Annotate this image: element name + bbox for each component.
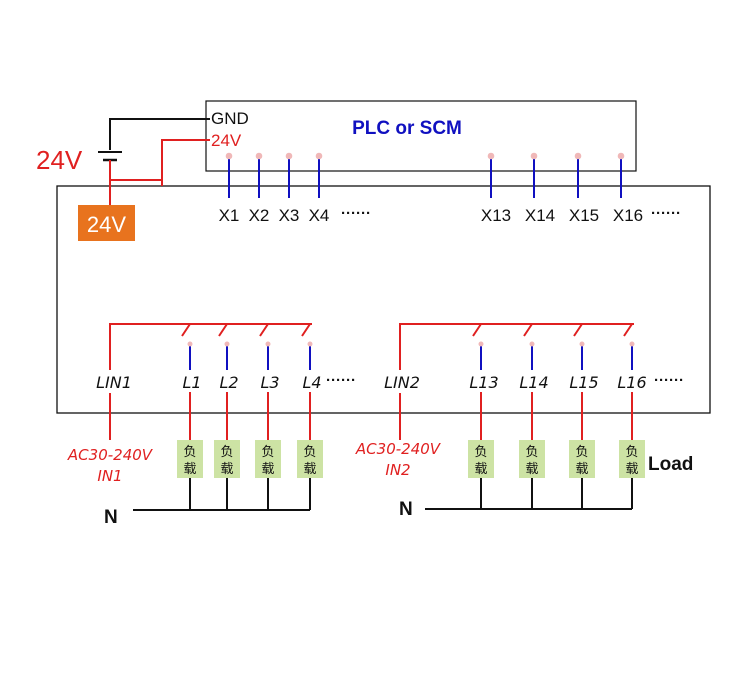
terminal-ellipsis-2: ······ xyxy=(654,372,684,389)
switch-l2 xyxy=(218,323,228,337)
neutral-label-2: N xyxy=(399,499,413,520)
terminal-label-lin1: LIN1 xyxy=(96,373,132,392)
relay-group-2 xyxy=(399,323,635,440)
contact-dot-l4 xyxy=(307,341,313,347)
contact-dot-l3 xyxy=(265,341,271,347)
lin1-bus xyxy=(109,323,312,370)
load-box-l13 xyxy=(468,440,494,478)
plc-24v-wire xyxy=(161,139,210,186)
input-label-x2: X2 xyxy=(249,206,270,225)
source-voltage-2: AC30-240V xyxy=(355,440,442,458)
load-text-bottom-l4: 载 xyxy=(303,461,316,476)
switch-l16 xyxy=(623,323,633,337)
terminal-label-l2: L2 xyxy=(219,373,238,392)
plc-24v-label: 24V xyxy=(211,131,242,150)
pin-dot-x3 xyxy=(285,152,293,160)
load-text-bottom-l16: 载 xyxy=(625,461,638,476)
pin-dot-x2 xyxy=(255,152,263,160)
pin-dot-x14 xyxy=(530,152,538,160)
load-text-top-l16: 负 xyxy=(625,444,638,459)
contact-dot-l16 xyxy=(629,341,635,347)
load-text-bottom-l3: 载 xyxy=(261,461,274,476)
input-label-x16: X16 xyxy=(613,206,643,225)
load-box-l2 xyxy=(214,440,240,478)
load-text-top-l2: 负 xyxy=(220,444,233,459)
terminal-label-l13: L13 xyxy=(469,373,498,392)
relay-module-box xyxy=(56,185,711,414)
contact-dot-l13 xyxy=(478,341,484,347)
switch-l1 xyxy=(181,323,191,337)
contact-dot-l15 xyxy=(579,341,585,347)
module-24v-badge: 24V xyxy=(87,212,126,237)
input-label-x3: X3 xyxy=(279,206,300,225)
gnd-wire xyxy=(109,118,210,150)
power-supply-label: 24V xyxy=(36,145,83,175)
plc-title: PLC or SCM xyxy=(352,118,462,139)
source-voltage-1: AC30-240V xyxy=(67,446,154,464)
contact-dot-l1 xyxy=(187,341,193,347)
load-text-bottom-l1: 载 xyxy=(183,461,196,476)
terminal-label-l1: L1 xyxy=(182,373,201,392)
load-box-text: 负 载 负 载 负 载 负 载 负 载 负 载 负 载 负 载 xyxy=(183,444,638,476)
terminal-label-l15: L15 xyxy=(569,373,598,392)
input-label-x4: X4 xyxy=(309,206,330,225)
load-box-l3 xyxy=(255,440,281,478)
load-box-l14 xyxy=(519,440,545,478)
contact-dot-l14 xyxy=(529,341,535,347)
load-box-l15 xyxy=(569,440,595,478)
input-ellipsis-right: ······ xyxy=(651,205,681,222)
load-box-l16 xyxy=(619,440,645,478)
relay-group-1 xyxy=(109,323,313,440)
source-name-1: IN1 xyxy=(97,467,122,485)
switch-l15 xyxy=(573,323,583,337)
neutral-label-1: N xyxy=(104,507,118,528)
terminal-label-l16: L16 xyxy=(617,373,646,392)
module-24v-badge-bg xyxy=(78,205,135,241)
pin-dot-x13 xyxy=(487,152,495,160)
lin2-bus xyxy=(399,323,634,370)
load-text-top-l15: 负 xyxy=(575,444,588,459)
terminal-label-l4: L4 xyxy=(302,373,321,392)
load-text-top-l1: 负 xyxy=(183,444,196,459)
load-text-bottom-l14: 载 xyxy=(525,461,538,476)
input-label-x1: X1 xyxy=(219,206,240,225)
plc-box xyxy=(205,100,637,172)
contact-dot-l2 xyxy=(224,341,230,347)
load-text-bottom-l13: 载 xyxy=(474,461,487,476)
load-text-bottom-l15: 载 xyxy=(575,461,588,476)
input-ellipsis-left: ······ xyxy=(341,205,371,222)
load-box-l4 xyxy=(297,440,323,478)
gnd-label: GND xyxy=(211,109,249,128)
plc-pins xyxy=(225,152,625,198)
source-name-2: IN2 xyxy=(385,461,410,479)
loads xyxy=(177,440,645,478)
load-text-top-l14: 负 xyxy=(525,444,538,459)
load-box-l1 xyxy=(177,440,203,478)
neutral-wiring xyxy=(133,478,633,511)
terminal-ellipsis-1: ······ xyxy=(326,372,356,389)
switch-l13 xyxy=(472,323,482,337)
load-text-top-l13: 负 xyxy=(474,444,487,459)
terminal-label-l14: L14 xyxy=(519,373,548,392)
switch-l3 xyxy=(259,323,269,337)
load-text-bottom-l2: 载 xyxy=(220,461,233,476)
pin-dot-x4 xyxy=(315,152,323,160)
load-label: Load xyxy=(648,454,693,475)
input-label-x15: X15 xyxy=(569,206,599,225)
terminal-label-l3: L3 xyxy=(260,373,279,392)
switch-l14 xyxy=(523,323,533,337)
pin-dot-x15 xyxy=(574,152,582,160)
input-label-x14: X14 xyxy=(525,206,555,225)
input-label-x13: X13 xyxy=(481,206,511,225)
pin-dot-x16 xyxy=(617,152,625,160)
load-text-top-l4: 负 xyxy=(303,444,316,459)
switch-l4 xyxy=(301,323,311,337)
pin-dot-x1 xyxy=(225,152,233,160)
load-text-top-l3: 负 xyxy=(261,444,274,459)
terminal-label-lin2: LIN2 xyxy=(384,373,420,392)
